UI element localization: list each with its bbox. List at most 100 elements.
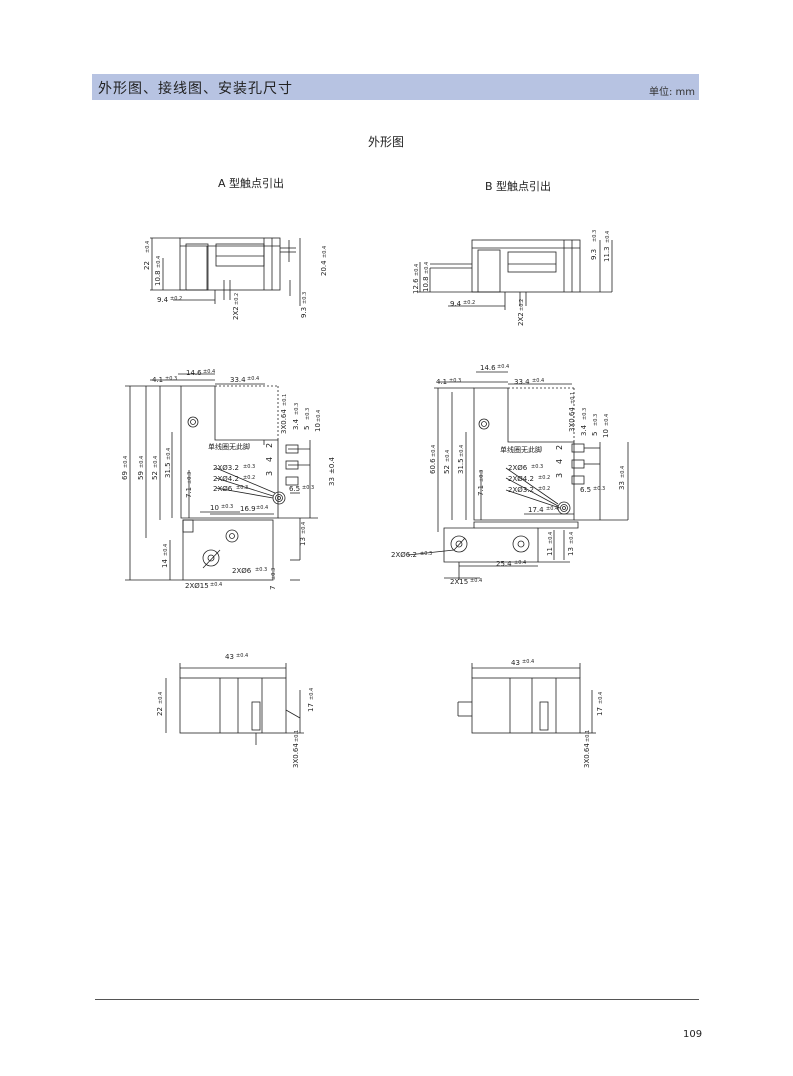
b-side-d2-tol: ±0.4 — [424, 262, 430, 274]
b-side-d6-tol: ±0.4 — [605, 231, 611, 243]
b-top-d65: 6.5 — [580, 486, 591, 494]
a-front-h-tol: ±0.4 — [158, 692, 164, 704]
a-top-d14-tol: ±0.4 — [163, 544, 169, 556]
a-side-d2: 10.8 — [154, 270, 162, 286]
a-top-hole3: 2XØ6 — [213, 485, 233, 493]
b-top-h3: 31.5 — [457, 458, 465, 474]
a-top-d13: 13 — [299, 537, 307, 546]
a-top-h5: 7.1 — [185, 487, 193, 498]
a-top-p3: 10 — [314, 423, 322, 432]
a-top-view — [125, 373, 318, 581]
a-top-d7: 7 — [269, 586, 277, 590]
b-top-hole1-tol: ±0.3 — [531, 464, 543, 470]
a-side-d1-tol: ±0.4 — [145, 241, 151, 253]
a-top-body — [180, 385, 279, 519]
a-top-h4: 31.5 — [164, 462, 172, 478]
a-side-d4-tol: ±0.2 — [234, 293, 240, 305]
b-top-view — [407, 371, 629, 580]
a-top-h2: 59 — [137, 471, 145, 480]
a-top-hole5: 2XØ15 — [185, 582, 209, 590]
b-top-hole1: 2XØ6 — [508, 464, 528, 472]
b-front-view — [457, 663, 596, 734]
b-top-hole2-tol: ±0.2 — [538, 475, 550, 481]
a-side-d1: 22 — [143, 261, 151, 270]
b-top-d33-tol: ±0.4 — [620, 466, 626, 478]
variant-b-label: B 型触点引出 — [485, 180, 552, 193]
a-front-h: 22 — [156, 707, 164, 716]
a-side-d4: 2X2 — [232, 306, 240, 320]
b-top-hole2: 2XØ4.2 — [508, 475, 534, 483]
a-top-w3: 33.4 — [230, 376, 246, 384]
a-front-h2-tol: ±0.4 — [309, 688, 315, 700]
a-side-d3-tol: ±0.2 — [170, 296, 182, 302]
a-front-pins-tol: ±0.1 — [294, 730, 300, 742]
a-top-d7-tol: ±0.3 — [271, 568, 277, 580]
header-bar: 外形图、接线图、安装孔尺寸 单位: mm — [92, 74, 699, 100]
a-top-hole2: 2XØ4.2 — [213, 475, 239, 483]
b-top-pins-tol: ±0.1 — [570, 392, 576, 404]
b-top-h1-tol: ±0.4 — [431, 445, 437, 457]
a-side-d6-tol: ±0.3 — [302, 292, 308, 304]
a-front-w: 43 — [225, 653, 234, 661]
page-number: 109 — [683, 1029, 703, 1040]
a-top-w1: 4.1 — [152, 376, 163, 384]
b-top-d15-tol: ±0.4 — [470, 578, 482, 584]
a-front-pins: 3X0.64 — [292, 743, 300, 768]
b-front-body — [471, 677, 581, 734]
a-side-d6: 9.3 — [300, 307, 308, 318]
a-top-hole4-tol: ±0.3 — [255, 567, 267, 573]
b-side-d2: 10.8 — [422, 276, 430, 292]
b-top-d254: 25.4 — [496, 560, 512, 568]
b-top-hole4-tol: ±0.3 — [420, 551, 432, 557]
b-top-d13: 13 — [567, 547, 575, 556]
a-top-p2: 5 — [303, 426, 311, 430]
b-top-p3-tol: ±0.4 — [604, 414, 610, 426]
b-side-d5-tol: ±0.3 — [592, 230, 598, 242]
b-top-h3-tol: ±0.4 — [459, 445, 465, 457]
a-side-d2-tol: ±0.4 — [156, 256, 162, 268]
b-pin-2: 2 — [555, 445, 564, 450]
a-top-d10-tol: ±0.3 — [221, 504, 233, 510]
b-front-w: 43 — [511, 659, 520, 667]
a-front-body — [179, 677, 287, 734]
a-top-pins-tol: ±0.1 — [282, 394, 288, 406]
a-top-hole4: 2XØ6 — [232, 567, 252, 575]
a-top-d65-tol: ±0.3 — [302, 485, 314, 491]
a-top-h4-tol: ±0.4 — [166, 448, 172, 460]
a-top-w2-tol: ±0.4 — [203, 369, 215, 375]
a-top-d33: 33 — [328, 477, 336, 486]
a-top-d10: 10 — [210, 504, 219, 512]
b-top-d174-tol: ±0.4 — [546, 506, 558, 512]
b-side-d5: 9.3 — [590, 249, 598, 260]
a-top-w3-tol: ±0.4 — [247, 376, 259, 382]
a-side-d3: 9.4 — [157, 296, 169, 304]
b-top-d11-tol: ±0.4 — [548, 532, 554, 544]
a-top-h1-tol: ±0.4 — [123, 456, 129, 468]
b-top-p2-tol: ±0.3 — [593, 414, 599, 426]
section-title: 外形图 — [368, 135, 405, 149]
b-side-d3: 9.4 — [450, 300, 462, 308]
b-pin-3: 3 — [555, 473, 564, 478]
b-top-hole3-tol: ±0.2 — [538, 486, 550, 492]
b-pin-4: 4 — [555, 459, 564, 464]
b-top-w2: 14.6 — [480, 364, 496, 372]
a-top-note: 单线圈无此脚 — [208, 442, 250, 451]
b-top-p3: 10 — [602, 429, 610, 438]
a-pin-3: 3 — [265, 471, 274, 476]
b-top-w3-tol: ±0.4 — [532, 378, 544, 384]
b-top-p1: 3.4 — [580, 424, 588, 436]
b-top-d13-tol: ±0.4 — [569, 532, 575, 544]
b-side-d4: 2X2 — [517, 312, 525, 326]
a-pin-4: 4 — [265, 457, 274, 462]
a-side-view — [150, 237, 301, 306]
b-top-p2: 5 — [591, 432, 599, 436]
b-top-hole3: 2XØ3.2 — [508, 486, 534, 494]
b-front-w-tol: ±0.4 — [522, 659, 534, 665]
a-top-h3: 52 — [151, 471, 159, 480]
b-top-p1-tol: ±0.3 — [582, 408, 588, 420]
b-top-h4-tol: ±0.3 — [479, 470, 485, 482]
b-top-body — [473, 387, 575, 521]
b-top-d174: 17.4 — [528, 506, 544, 514]
a-top-h1: 69 — [121, 471, 129, 480]
